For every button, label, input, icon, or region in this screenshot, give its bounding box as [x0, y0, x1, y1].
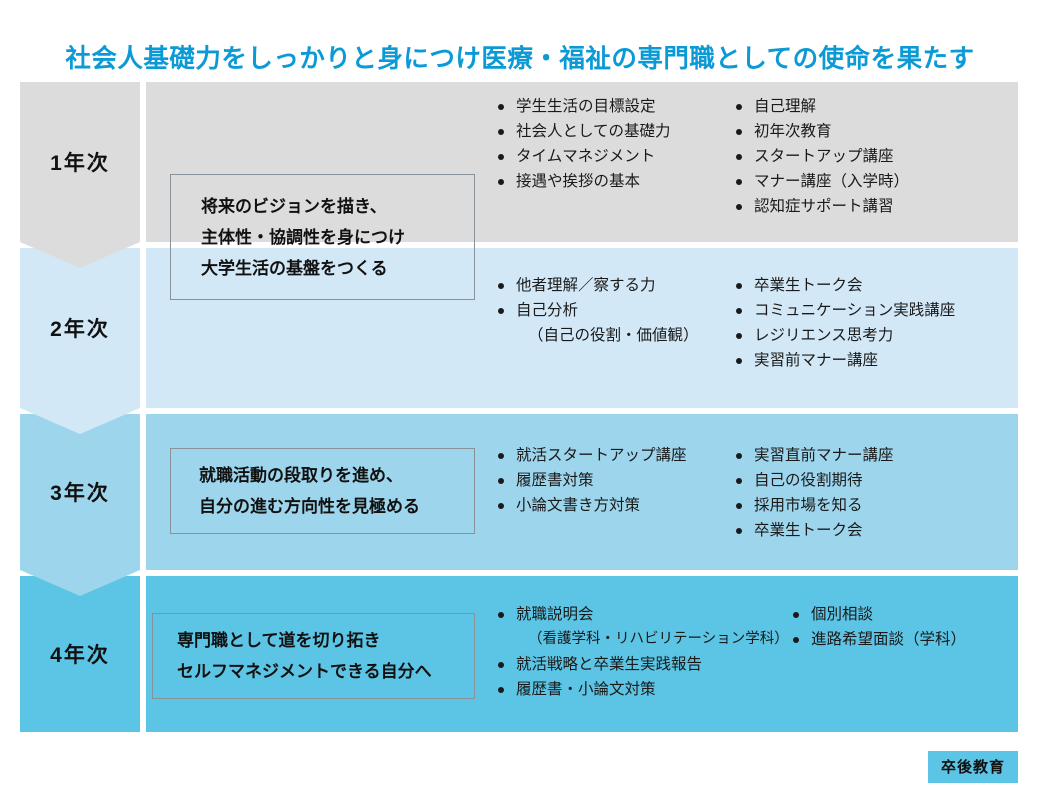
bullet-column-2-2: 卒業生トーク会 コミュニケーション実践講座 レジリエンス思考力 実習前マナー講座 — [734, 273, 955, 373]
list-item: 就活戦略と卒業生実践報告 — [496, 652, 789, 677]
year-content-panel-3: 就活スタートアップ講座 履歴書対策 小論文書き方対策 実習直前マナー講座 自己の… — [146, 414, 1018, 570]
list-item: マナー講座（入学時） — [734, 169, 909, 194]
vision-line: セルフマネジメントできる自分へ — [177, 662, 432, 681]
bullet-column-1-2: 自己理解 初年次教育 スタートアップ講座 マナー講座（入学時） 認知症サポート講… — [734, 94, 909, 219]
bullet-column-4-2: 個別相談 進路希望面談（学科） — [791, 602, 966, 652]
list-item: 学生生活の目標設定 — [496, 94, 671, 119]
year-label-2: 2年次 — [50, 318, 110, 341]
year-label-3: 3年次 — [50, 482, 110, 505]
year-row-4: 4年次 就職説明会 （看護学科・リハビリテーション学科） 就活戦略と卒業生実践報… — [0, 576, 1040, 732]
list-item: 就職説明会 — [496, 602, 789, 627]
list-item: 就活スタートアップ講座 — [496, 443, 687, 468]
year-tail-1 — [20, 242, 140, 268]
year-label-4: 4年次 — [50, 644, 110, 667]
bullet-column-3-1: 就活スタートアップ講座 履歴書対策 小論文書き方対策 — [496, 443, 687, 518]
list-item: 社会人としての基礎力 — [496, 119, 671, 144]
list-item: 認知症サポート講習 — [734, 194, 909, 219]
vision-box-year4: 専門職として道を切り拓き セルフマネジメントできる自分へ — [152, 613, 475, 699]
vision-line: 主体性・協調性を身につけ — [201, 227, 405, 247]
list-item: 他者理解／察する力 — [496, 273, 699, 298]
page-title: 社会人基礎力をしっかりと身につけ医療・福祉の専門職としての使命を果たす — [65, 45, 975, 74]
list-item: 接遇や挨拶の基本 — [496, 169, 671, 194]
year-label-cell-2: 2年次 — [20, 248, 140, 408]
bullet-column-1-1: 学生生活の目標設定 社会人としての基礎力 タイムマネジメント 接遇や挨拶の基本 — [496, 94, 671, 194]
list-item: 採用市場を知る — [734, 493, 894, 518]
list-item: 小論文書き方対策 — [496, 493, 687, 518]
year-content-panel-2: 他者理解／察する力 自己分析 （自己の役割・価値観） 卒業生トーク会 コミュニケ… — [146, 248, 1018, 408]
vision-line: 専門職として道を切り拓き — [177, 631, 381, 650]
list-item: 実習直前マナー講座 — [734, 443, 894, 468]
list-item-sub: （自己の役割・価値観） — [528, 327, 699, 344]
list-item-sub: （看護学科・リハビリテーション学科） — [528, 631, 789, 647]
vision-line: 就職活動の段取りを進め、 — [199, 466, 403, 485]
list-item: コミュニケーション実践講座 — [734, 298, 955, 323]
year-label-1: 1年次 — [50, 152, 110, 175]
list-item: 初年次教育 — [734, 119, 909, 144]
vision-box-year1-2: 将来のビジョンを描き、 主体性・協調性を身につけ 大学生活の基盤をつくる — [170, 174, 475, 300]
year-label-cell-3: 3年次 — [20, 414, 140, 570]
list-item: レジリエンス思考力 — [734, 323, 955, 348]
list-item: 履歴書対策 — [496, 468, 687, 493]
vision-line: 自分の進む方向性を見極める — [199, 497, 420, 516]
list-item: スタートアップ講座 — [734, 144, 909, 169]
list-item: 自己分析 — [496, 298, 699, 323]
bullet-column-2-1: 他者理解／察する力 自己分析 （自己の役割・価値観） — [496, 273, 699, 348]
year-row-3: 3年次 就活スタートアップ講座 履歴書対策 小論文書き方対策 実習直前マナー講座… — [0, 414, 1040, 570]
list-item: 自己の役割期待 — [734, 468, 894, 493]
list-item: 進路希望面談（学科） — [791, 627, 966, 652]
list-item: 卒業生トーク会 — [734, 518, 894, 543]
bullet-columns-4: 就職説明会 （看護学科・リハビリテーション学科） 就活戦略と卒業生実践報告 履歴… — [146, 576, 1018, 732]
list-item: 卒業生トーク会 — [734, 273, 955, 298]
year-tail-3 — [20, 570, 140, 596]
vision-line: 大学生活の基盤をつくる — [201, 258, 388, 278]
year-tail-2 — [20, 408, 140, 434]
vision-box-year3: 就職活動の段取りを進め、 自分の進む方向性を見極める — [170, 448, 475, 534]
year-label-cell-4: 4年次 — [20, 576, 140, 732]
bullet-columns-2: 他者理解／察する力 自己分析 （自己の役割・価値観） 卒業生トーク会 コミュニケ… — [146, 248, 1018, 408]
list-item: 個別相談 — [791, 602, 966, 627]
list-item: タイムマネジメント — [496, 144, 671, 169]
year-label-cell-1: 1年次 — [20, 82, 140, 242]
year-row-1: 1年次 学生生活の目標設定 社会人としての基礎力 タイムマネジメント 接遇や挨拶… — [0, 82, 1040, 242]
list-item: 履歴書・小論文対策 — [496, 677, 789, 702]
year-content-panel-1: 学生生活の目標設定 社会人としての基礎力 タイムマネジメント 接遇や挨拶の基本 … — [146, 82, 1018, 242]
list-item: 自己理解 — [734, 94, 909, 119]
vision-line: 将来のビジョンを描き、 — [201, 196, 387, 216]
list-item: 実習前マナー講座 — [734, 348, 955, 373]
bullet-columns-3: 就活スタートアップ講座 履歴書対策 小論文書き方対策 実習直前マナー講座 自己の… — [146, 414, 1018, 570]
bullet-columns-1: 学生生活の目標設定 社会人としての基礎力 タイムマネジメント 接遇や挨拶の基本 … — [146, 82, 1018, 242]
year-content-panel-4: 就職説明会 （看護学科・リハビリテーション学科） 就活戦略と卒業生実践報告 履歴… — [146, 576, 1018, 732]
footer-badge-post-graduate-education: 卒後教育 — [927, 751, 1018, 783]
bullet-column-3-2: 実習直前マナー講座 自己の役割期待 採用市場を知る 卒業生トーク会 — [734, 443, 894, 543]
year-row-2: 2年次 他者理解／察する力 自己分析 （自己の役割・価値観） 卒業生トーク会 コ… — [0, 248, 1040, 408]
bullet-column-4-1: 就職説明会 （看護学科・リハビリテーション学科） 就活戦略と卒業生実践報告 履歴… — [496, 602, 789, 702]
